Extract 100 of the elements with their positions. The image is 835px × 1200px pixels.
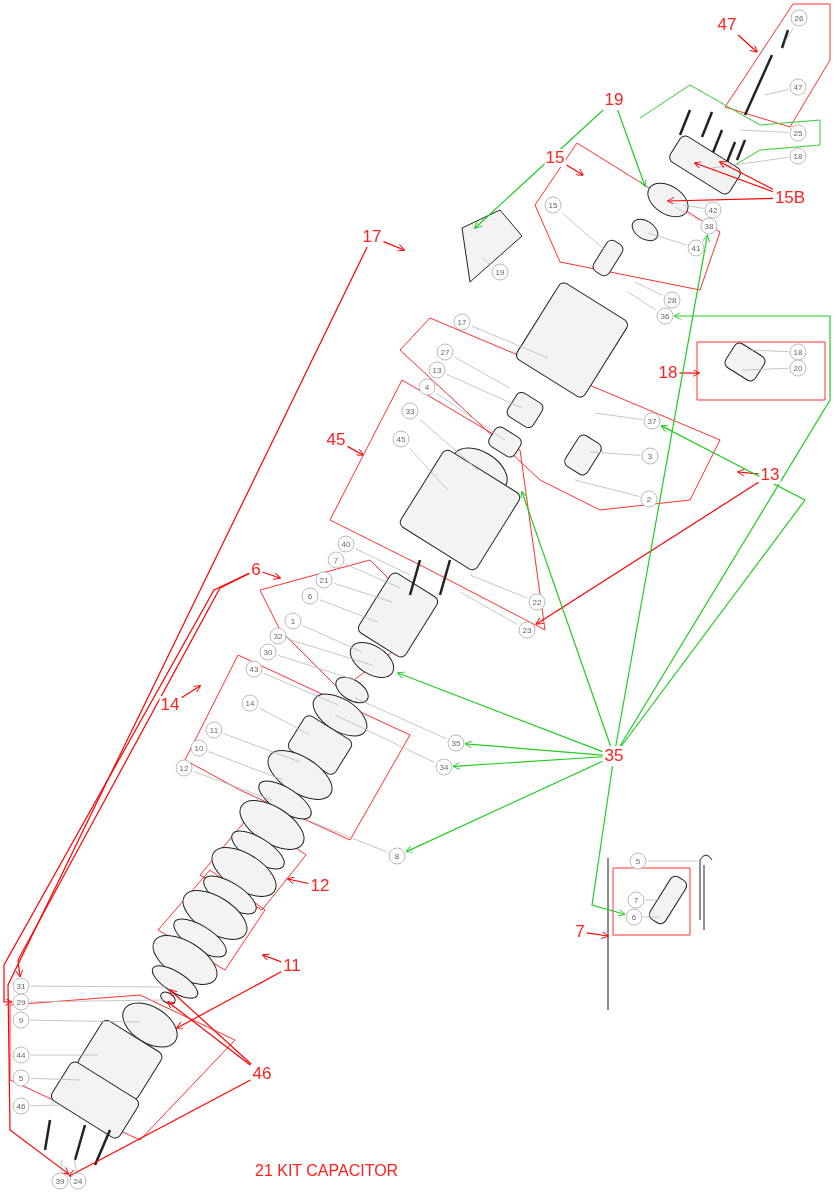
- arrow: [619, 312, 831, 747]
- arrow: [68, 1079, 252, 1177]
- arrow: [346, 445, 365, 456]
- callout-number: 27: [436, 343, 454, 361]
- leader-line: [354, 697, 447, 740]
- callout-number: 21: [315, 571, 333, 589]
- callout-number: 8: [388, 847, 406, 865]
- leader-line: [682, 204, 704, 209]
- leader-line: [711, 156, 789, 169]
- arrow: [396, 671, 604, 753]
- leader-line: [419, 418, 479, 471]
- callout-number: 40: [337, 535, 355, 553]
- arrow: [737, 34, 758, 53]
- arrow: [718, 161, 774, 190]
- arrow: [678, 369, 701, 377]
- callout-number: 45: [392, 430, 410, 448]
- callout-number: 18: [789, 343, 807, 361]
- callout-number: 17: [453, 313, 471, 331]
- callout-number: 19: [491, 263, 509, 281]
- callout-number: 39: [51, 1172, 69, 1190]
- arrow: [535, 481, 760, 625]
- callout-number: 5: [12, 1069, 30, 1087]
- leader-line: [263, 672, 339, 706]
- kit-number: 15: [544, 149, 566, 167]
- callout-number: 29: [12, 993, 30, 1011]
- callout-number: 10: [190, 739, 208, 757]
- callout-number: 32: [269, 627, 287, 645]
- callout-number: 7: [327, 551, 345, 569]
- leader-line: [302, 624, 363, 653]
- leader-line: [459, 591, 518, 625]
- callout-number: 4: [418, 378, 436, 396]
- arrow: [169, 989, 252, 1065]
- leader-line: [594, 412, 643, 421]
- arrow: [286, 876, 310, 885]
- leader-line: [208, 751, 284, 781]
- leader-line: [645, 899, 661, 901]
- callout-number: 6: [301, 587, 319, 605]
- arrow: [520, 490, 612, 747]
- callout-number: 37: [643, 412, 661, 430]
- callout-number: 36: [656, 307, 674, 325]
- callout-number: 13: [428, 361, 446, 379]
- arrow: [617, 109, 647, 188]
- callout-number: 3: [641, 447, 659, 465]
- leader-line: [674, 206, 700, 222]
- callout-number: 26: [790, 9, 808, 27]
- callout-number: 34: [435, 758, 453, 776]
- callout-number: 22: [528, 593, 546, 611]
- callout-number: 24: [69, 1172, 87, 1190]
- leader-line: [741, 367, 789, 371]
- leader-line: [355, 548, 411, 576]
- leader-line: [345, 563, 401, 589]
- leader-line: [30, 999, 164, 1003]
- callout-number: 5: [629, 852, 647, 870]
- callout-number: 9: [12, 1011, 30, 1029]
- callout-number: 33: [401, 402, 419, 420]
- arrow: [620, 425, 806, 747]
- leader-line: [223, 733, 301, 763]
- callout-number: 42: [704, 201, 722, 219]
- callout-number: 25: [789, 124, 807, 142]
- callout-number: 46: [12, 1097, 30, 1115]
- leader-line: [446, 373, 523, 409]
- leader-line: [73, 1157, 77, 1172]
- leader-line: [30, 985, 169, 988]
- callout-number: 30: [259, 643, 277, 661]
- arrow: [452, 756, 604, 770]
- leader-line: [311, 821, 388, 853]
- callout-number: 28: [663, 291, 681, 309]
- leader-line: [409, 448, 449, 491]
- leader-line: [259, 707, 311, 736]
- callout-number: 2: [640, 490, 658, 508]
- leader-line: [319, 599, 379, 623]
- callout-number: 11: [205, 721, 223, 739]
- callout-number: 35: [447, 734, 465, 752]
- leader-line: [634, 281, 663, 296]
- leader-line: [647, 232, 687, 246]
- arrow: [693, 161, 774, 193]
- arrow: [261, 953, 282, 963]
- leader-line: [333, 582, 393, 603]
- leader-line: [739, 129, 789, 133]
- arrow: [405, 760, 604, 853]
- arrow: [615, 234, 711, 747]
- arrow: [474, 109, 604, 229]
- arrow: [565, 164, 585, 176]
- leader-line: [574, 479, 640, 497]
- leader-line: [562, 212, 606, 251]
- callout-number: 12: [175, 759, 193, 777]
- leader-line: [30, 1019, 141, 1023]
- callout-number: 7: [627, 891, 645, 909]
- callout-number: 1: [284, 612, 302, 630]
- arrow: [175, 971, 282, 1029]
- leader-line: [481, 257, 491, 265]
- arrow: [180, 685, 202, 699]
- leader-line: [627, 291, 656, 311]
- arrow: [7, 246, 368, 1175]
- leader-line: [471, 325, 549, 359]
- callout-number: 43: [245, 660, 263, 678]
- leader-line: [60, 1159, 63, 1172]
- callout-number: 38: [700, 217, 718, 235]
- kit-number: 13: [759, 466, 781, 484]
- callout-number: 18: [789, 147, 807, 165]
